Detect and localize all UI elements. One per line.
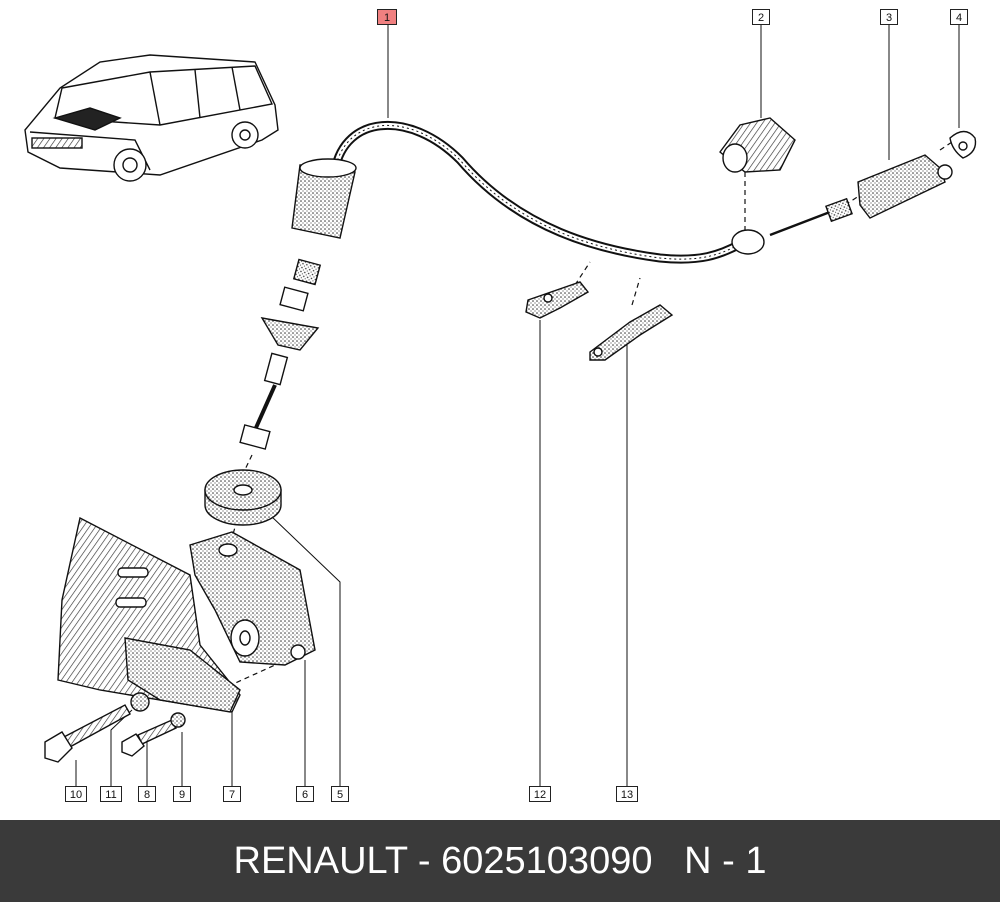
callout-6[interactable]: 6 (296, 786, 314, 802)
pedal-bracket (57, 516, 316, 713)
rubber-boot (719, 117, 796, 173)
spring-clip (949, 130, 977, 159)
callout-12[interactable]: 12 (529, 786, 551, 802)
callout-3[interactable]: 3 (880, 9, 898, 25)
callout-9[interactable]: 9 (173, 786, 191, 802)
callout-8[interactable]: 8 (138, 786, 156, 802)
damper-washer (204, 469, 282, 526)
callout-1[interactable]: 1 (377, 9, 397, 25)
leader-lines (75, 25, 960, 786)
bracket-12 (525, 281, 590, 319)
fasteners (44, 692, 186, 763)
callout-2[interactable]: 2 (752, 9, 770, 25)
cable-sleeve (239, 158, 853, 450)
callout-7[interactable]: 7 (223, 786, 241, 802)
callout-10[interactable]: 10 (65, 786, 87, 802)
exploded-parts-diagram (24, 25, 977, 786)
vehicle-illustration (24, 54, 279, 182)
callout-11[interactable]: 11 (100, 786, 122, 802)
yoke (857, 154, 953, 219)
callout-5[interactable]: 5 (331, 786, 349, 802)
callout-4[interactable]: 4 (950, 9, 968, 25)
bracket-13 (589, 304, 674, 361)
callout-13[interactable]: 13 (616, 786, 638, 802)
clutch-cable (330, 121, 831, 264)
footer-part-number: RENAULT - 6025103090 N - 1 (0, 820, 1000, 902)
